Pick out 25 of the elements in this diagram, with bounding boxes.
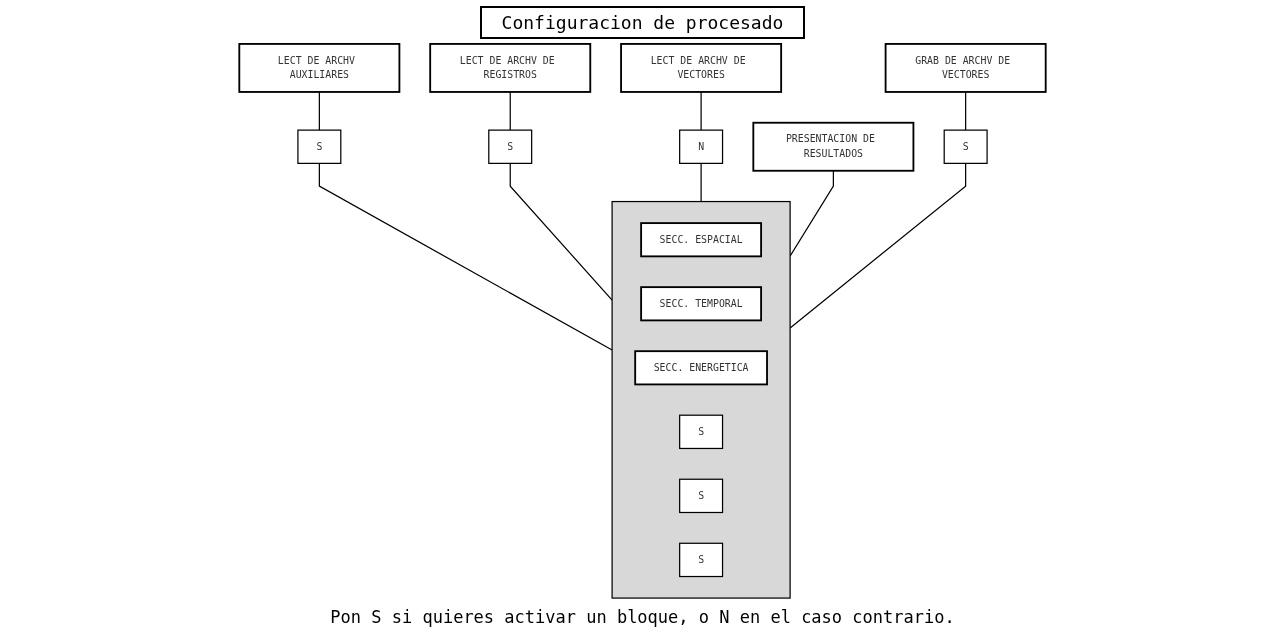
connector xyxy=(318,162,613,351)
node-box: S xyxy=(679,542,724,578)
node-box: S xyxy=(297,129,342,164)
connector xyxy=(509,91,511,131)
node-box: PRESENTACION DE RESULTADOS xyxy=(752,121,915,172)
node-box: SECC. ESPACIAL xyxy=(640,222,762,258)
node-box: N xyxy=(679,129,724,164)
title: Configuracion de procesado xyxy=(479,6,806,39)
node-box: SECC. ENERGETICA xyxy=(634,350,768,386)
connector xyxy=(700,162,702,203)
node-box: GRAB DE ARCHV DE VECTORES xyxy=(884,43,1047,93)
node-box: LECT DE ARCHV DE VECTORES xyxy=(620,43,783,93)
connector xyxy=(318,91,320,131)
instruction-note: Pon S si quieres activar un bloque, o N en el caso contrario. xyxy=(330,607,955,627)
node-box: SECC. TEMPORAL xyxy=(640,286,762,322)
node-box: LECT DE ARCHV DE REGISTROS xyxy=(429,43,592,93)
node-box: LECT DE ARCHV AUXILIARES xyxy=(238,43,401,93)
node-box: S xyxy=(943,129,988,164)
node-box: S xyxy=(679,478,724,514)
node-box: S xyxy=(488,129,533,164)
connector xyxy=(700,91,702,131)
connector xyxy=(965,91,967,131)
node-box: S xyxy=(679,414,724,450)
cluster xyxy=(611,200,791,599)
connector xyxy=(509,162,613,301)
